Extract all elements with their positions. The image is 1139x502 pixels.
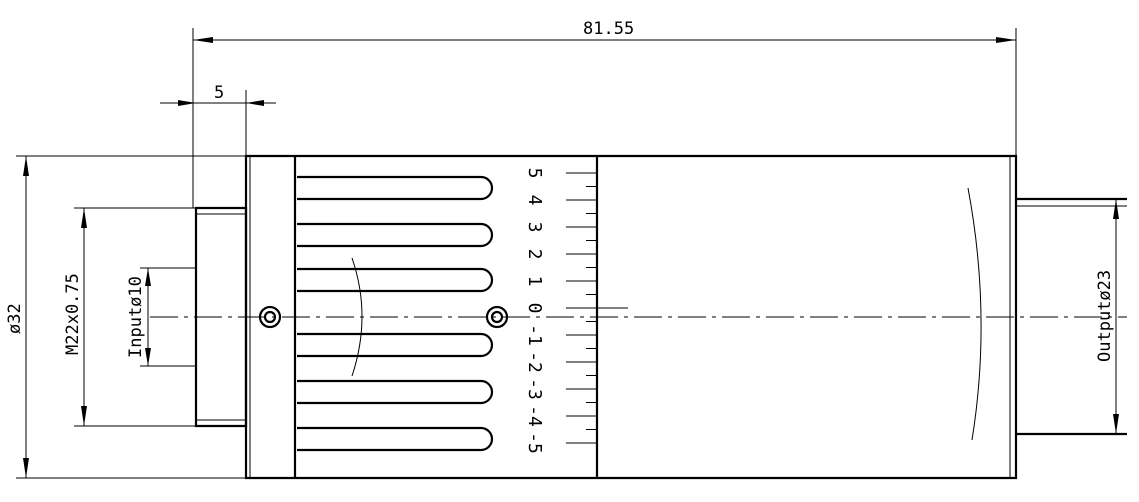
main-body: [244, 154, 1018, 480]
scale-label: 0: [524, 303, 545, 314]
curvature-mark: [967, 187, 982, 441]
input-diameter-label: Inputø10: [126, 276, 146, 358]
grip-slots: [297, 175, 494, 452]
dim-input-thread-length: 5: [160, 83, 276, 156]
grip-slot: [297, 222, 494, 248]
scale-label: 1: [524, 276, 545, 287]
focus-scale: 5 4 3 2 1 0 -1 -2 -3 -4 -5: [524, 168, 628, 454]
scale-label: -3: [524, 378, 545, 400]
thread-label: M22x0.75: [63, 273, 83, 355]
dim-output-diameter: Outputø23: [1095, 198, 1127, 435]
dim-input-diameter: Inputø10: [126, 267, 196, 367]
scale-label: -4: [524, 405, 545, 427]
grip-slot: [297, 426, 494, 452]
scale-label: 3: [524, 222, 545, 233]
output-diameter-label: Outputø23: [1095, 270, 1115, 362]
scale-label: 4: [524, 195, 545, 206]
scale-label: -1: [524, 324, 545, 346]
overall-length-label: 81.55: [583, 19, 634, 39]
dim-body-diameter: ø32: [5, 155, 246, 479]
grip-slot: [297, 379, 494, 405]
grip-slot: [297, 175, 494, 201]
grip-slot: [297, 332, 494, 358]
scale-label: 5: [524, 168, 545, 179]
body-diameter-label: ø32: [5, 303, 25, 334]
scale-label: 2: [524, 249, 545, 260]
scale-label: -5: [524, 432, 545, 454]
thread-length-label: 5: [214, 83, 224, 103]
scale-label: -2: [524, 351, 545, 373]
dim-overall-length: 81.55: [192, 19, 1017, 208]
dim-thread: M22x0.75: [63, 207, 196, 427]
grip-slot: [297, 267, 494, 293]
